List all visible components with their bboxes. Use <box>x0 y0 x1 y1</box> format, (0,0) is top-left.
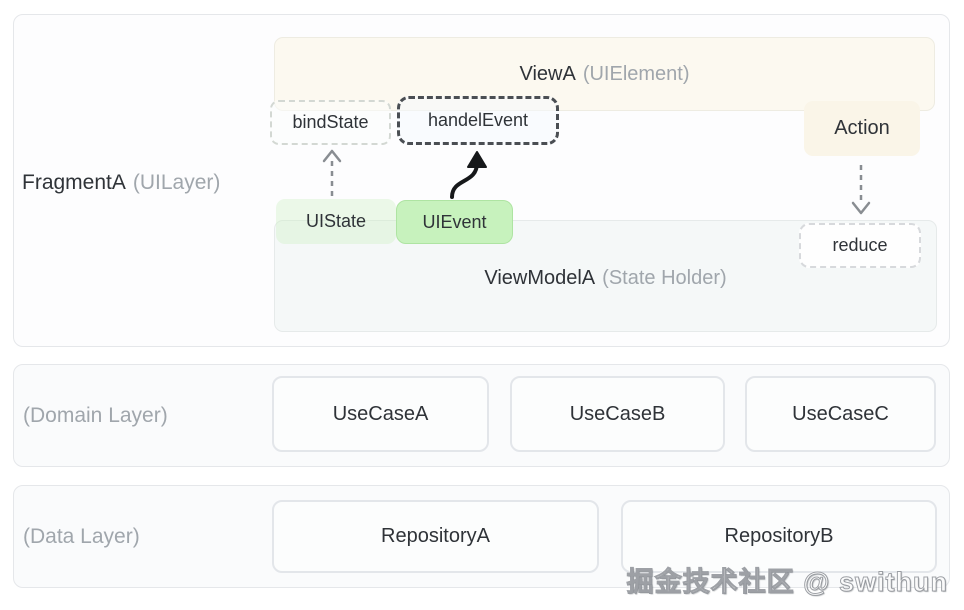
usecase-c-box: UseCaseC <box>745 376 936 452</box>
reduce-chip: reduce <box>799 223 921 268</box>
data-layer-label: (Data Layer) <box>23 525 140 548</box>
bindstate-chip: bindState <box>270 100 391 145</box>
fragment-label: FragmentA (UILayer) <box>22 171 220 195</box>
watermark: 掘金技术社区 @ swithun <box>626 567 948 598</box>
viewmodela-role: (State Holder) <box>602 267 727 289</box>
viewa-name: ViewA <box>519 62 576 85</box>
uistate-chip: UIState <box>276 199 396 244</box>
usecase-a-box: UseCaseA <box>272 376 489 452</box>
uievent-chip: UIEvent <box>396 200 513 244</box>
repository-a-box: RepositoryA <box>272 500 599 573</box>
fragment-role: (UILayer) <box>132 171 221 194</box>
domain-layer-label: (Domain Layer) <box>23 404 168 427</box>
viewa-role: (UIElement) <box>582 62 690 85</box>
repository-b-box: RepositoryB <box>621 500 937 573</box>
usecase-b-box: UseCaseB <box>510 376 725 452</box>
action-chip: Action <box>804 101 920 156</box>
handelevent-chip: handelEvent <box>397 96 559 145</box>
fragment-name: FragmentA <box>22 171 126 194</box>
viewa-box: ViewA (UIElement) <box>274 37 935 111</box>
viewmodela-name: ViewModelA <box>484 267 596 289</box>
